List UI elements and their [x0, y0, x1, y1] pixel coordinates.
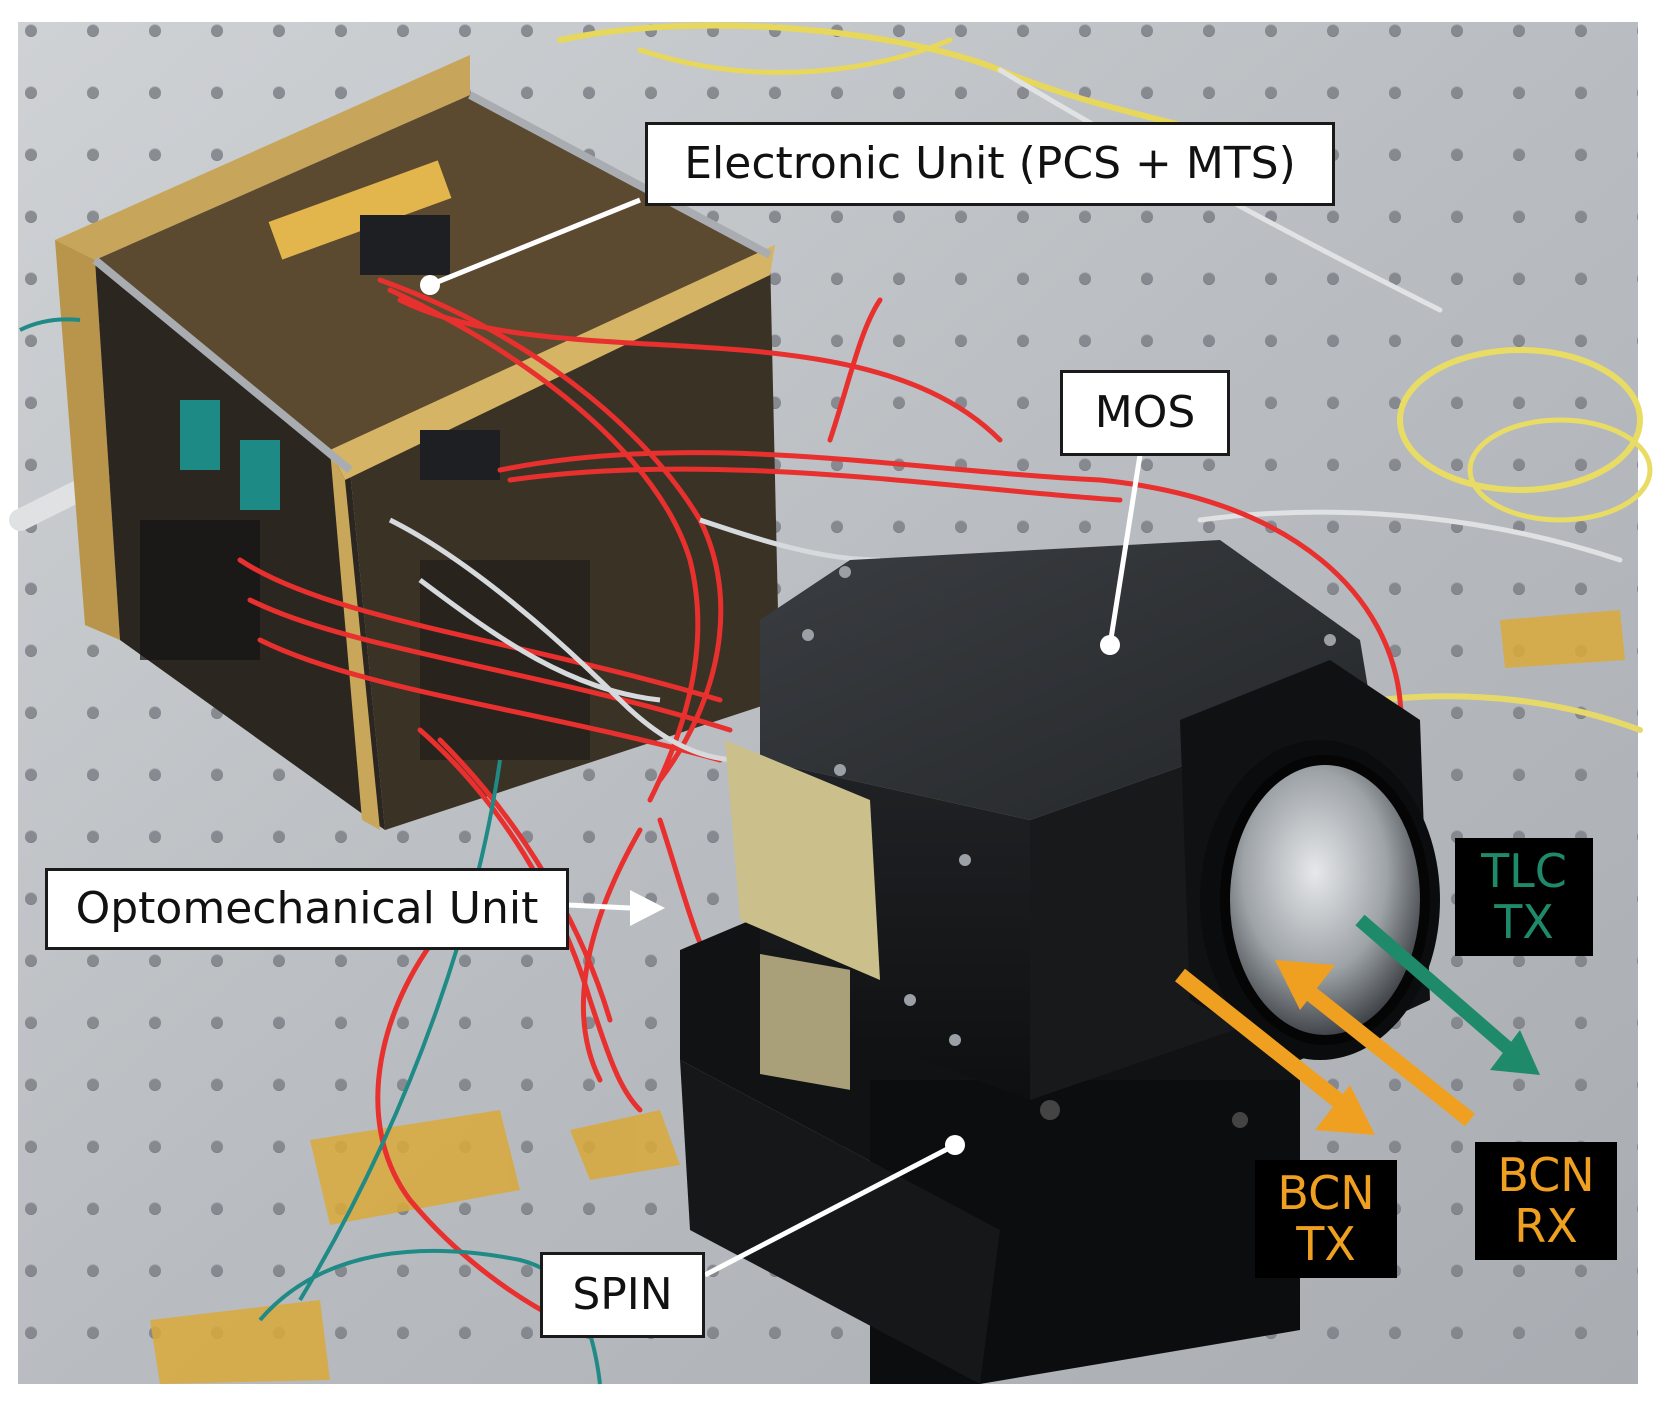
bcn-rx-arrow — [1295, 978, 1475, 1127]
leader-lines — [420, 197, 1143, 1278]
lens — [1200, 740, 1440, 1060]
bcn-tx-arrowhead — [1315, 1085, 1375, 1135]
electronic-unit-label: Electronic Unit (PCS + MTS) — [645, 122, 1335, 206]
optomechanical-unit-label: Optomechanical Unit — [45, 868, 569, 950]
bcn-rx-label: BCN RX — [1475, 1142, 1617, 1260]
spin-label: SPIN — [540, 1252, 705, 1338]
bcn-rx-arrowhead — [1275, 960, 1335, 1010]
electronic-unit — [55, 55, 780, 830]
beam-arrows — [1175, 914, 1540, 1135]
bcn-rx-line1: BCN — [1497, 1148, 1595, 1203]
bcn-tx-line1: BCN — [1277, 1166, 1375, 1221]
bcn-rx-line2: RX — [1514, 1199, 1578, 1253]
mos-label: MOS — [1060, 370, 1230, 456]
bcn-tx-arrow — [1175, 968, 1355, 1117]
tlc-tx-arrowhead — [1490, 1030, 1540, 1075]
gray-cables — [388, 517, 881, 763]
kapton-tapes — [150, 610, 1625, 1384]
tlc-tx-line2: TX — [1494, 895, 1554, 949]
bcn-tx-label: BCN TX — [1255, 1160, 1397, 1278]
bcn-tx-line2: TX — [1296, 1217, 1356, 1271]
tlc-tx-arrow — [1355, 914, 1515, 1056]
tlc-tx-line1: TLC — [1481, 844, 1567, 899]
tlc-tx-label: TLC TX — [1455, 838, 1593, 956]
